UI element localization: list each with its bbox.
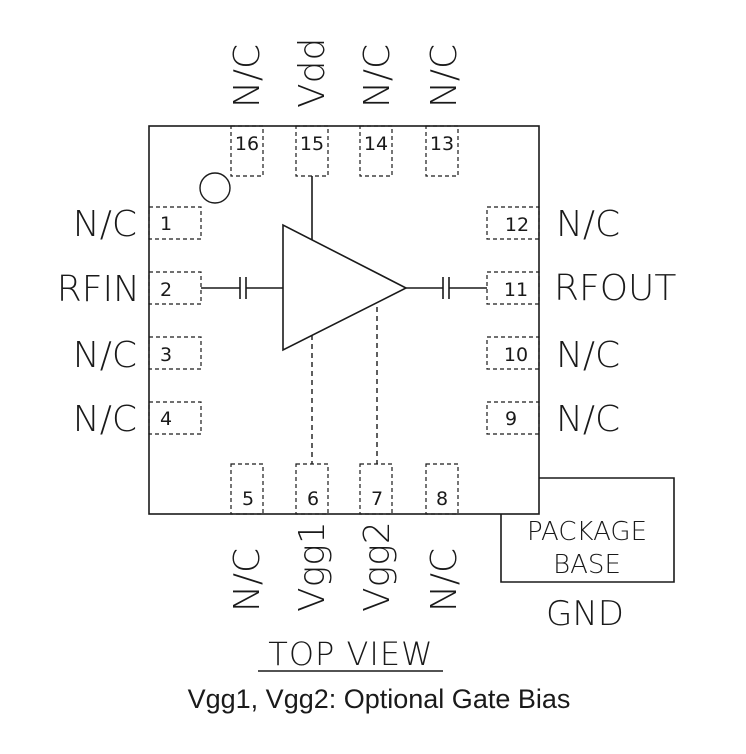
amplifier-triangle — [282, 223, 408, 352]
package-base-line1: PACKAGE — [527, 517, 647, 547]
pin-label: N/C — [73, 399, 137, 440]
pad-14 — [359, 125, 393, 177]
pin-label: N/C — [556, 335, 620, 376]
pin-7: 7 Vgg2 — [357, 463, 398, 612]
pin-number: 2 — [160, 279, 172, 301]
pin-15: 15 Vdd — [292, 38, 333, 177]
pin-number: 16 — [235, 133, 259, 155]
pin-label: N/C — [227, 44, 268, 108]
pin-5: 5 N/C — [227, 463, 268, 612]
pad-4 — [148, 401, 202, 435]
pad-7 — [359, 463, 393, 515]
pin-8: 8 N/C — [424, 463, 465, 612]
pin-10: 10 N/C — [486, 335, 620, 376]
pin-number: 9 — [505, 408, 517, 430]
pin-label: N/C — [73, 204, 137, 245]
pin-11: 11 RFOUT — [486, 268, 676, 309]
rfin-capacitor — [201, 277, 283, 299]
pin-label: N/C — [556, 399, 620, 440]
pin-12: 12 N/C — [486, 204, 620, 245]
pad-16 — [230, 125, 264, 177]
pin-label: N/C — [73, 335, 137, 376]
pin-number: 4 — [160, 408, 172, 430]
pin-number: 3 — [160, 344, 172, 366]
pin-number: 8 — [436, 488, 448, 510]
rfout-capacitor — [406, 277, 487, 299]
pin-13: 13 N/C — [424, 44, 465, 177]
pin-label: N/C — [424, 44, 465, 108]
pin-label: Vdd — [292, 38, 333, 108]
pin-1: 1 N/C — [73, 204, 202, 245]
pin-label: Vgg2 — [357, 521, 398, 612]
pin-label: N/C — [357, 44, 398, 108]
gnd-label: GND — [546, 594, 624, 634]
pin-number: 13 — [430, 133, 454, 155]
pad-13 — [425, 125, 459, 177]
pin-label: RFOUT — [554, 268, 676, 309]
pin1-marker — [199, 172, 231, 204]
caption: Vgg1, Vgg2: Optional Gate Bias — [188, 684, 571, 714]
pin-number: 12 — [505, 214, 529, 236]
pin-label: N/C — [424, 548, 465, 612]
package-base-line2: BASE — [553, 550, 621, 580]
pin-label: N/C — [556, 204, 620, 245]
pin-label: Vgg1 — [292, 521, 333, 612]
pin-number: 1 — [160, 213, 172, 235]
pin-number: 11 — [504, 279, 528, 301]
pin-number: 10 — [504, 344, 528, 366]
pin-number: 6 — [307, 488, 319, 510]
package-body — [148, 125, 540, 515]
pad-2 — [148, 271, 202, 305]
package-base: PACKAGE BASE GND — [500, 477, 675, 634]
package-base-outline — [500, 477, 675, 583]
pin-label: N/C — [227, 548, 268, 612]
pad-5 — [230, 463, 264, 515]
pad-3 — [148, 336, 202, 370]
pad-1 — [148, 206, 202, 240]
pin-3: 3 N/C — [73, 335, 202, 376]
pin-2: 2 RFIN — [57, 269, 202, 310]
pad-8 — [425, 463, 459, 515]
pin-6: 6 Vgg1 — [292, 463, 333, 612]
pin-number: 7 — [371, 488, 383, 510]
pin-number: 15 — [300, 133, 324, 155]
pin-number: 5 — [242, 488, 254, 510]
pin-9: 9 N/C — [486, 399, 620, 440]
view-title: TOP VIEW — [268, 635, 433, 673]
pin-14: 14 N/C — [357, 44, 398, 177]
pin-16: 16 N/C — [227, 44, 268, 177]
pin-number: 14 — [364, 133, 388, 155]
pin-label: RFIN — [57, 269, 140, 310]
pin-4: 4 N/C — [73, 399, 202, 440]
